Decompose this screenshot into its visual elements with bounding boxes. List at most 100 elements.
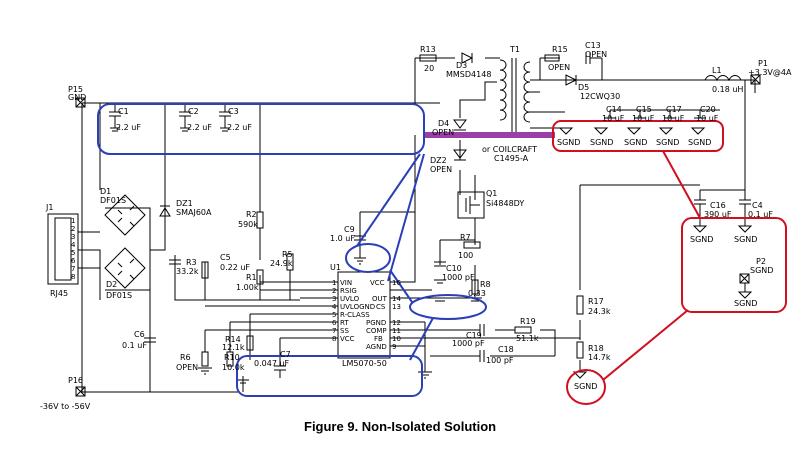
- label-sgnd: SGND: [624, 138, 647, 147]
- label-vin-range: -36V to -56V: [40, 402, 91, 411]
- label-sgnd: SGND: [690, 235, 713, 244]
- label-pin-cs: CS: [376, 303, 386, 311]
- red-ellipse-sgnd-bottom: [566, 369, 606, 405]
- label-p2: P2: [756, 257, 766, 266]
- label-c20-value: 10 uF: [696, 114, 719, 123]
- blue-box-input-caps: [97, 103, 425, 155]
- label-pin-vin: VIN: [340, 279, 352, 287]
- l1-inductor: [704, 75, 742, 82]
- blue-ellipse-pgnd: [409, 294, 487, 320]
- label-j1-pin: 1: [71, 217, 75, 225]
- label-j1-pin: 7: [71, 265, 75, 273]
- blue-box-c7-ground: [236, 355, 423, 397]
- label-pin-number: 1: [332, 279, 336, 287]
- label-rj45: RJ45: [50, 289, 68, 298]
- label-pin-agnd: AGND: [366, 343, 387, 351]
- label-r1-value: 1.00k: [236, 283, 259, 292]
- label-p2-value: SGND: [750, 266, 773, 275]
- label-c9: C9: [344, 225, 355, 234]
- label-r18-value: 14.7k: [588, 353, 611, 362]
- red-box-sgnd-right: [681, 217, 787, 313]
- label-smaj60a: SMAJ60A: [176, 208, 212, 217]
- label-d3-part: MMSD4148: [446, 70, 491, 79]
- label-coilcraft: or COILCRAFT: [482, 145, 537, 154]
- label-r2: R2: [246, 210, 257, 219]
- components: [47, 52, 761, 397]
- label-r8-value: 0.33: [468, 289, 486, 298]
- label-r3-value: 33.2k: [176, 267, 199, 276]
- label-pin-ss: SS: [340, 327, 349, 335]
- label-r5: R5: [282, 250, 293, 259]
- label-pin-uvlognd: UVLOGND: [340, 303, 375, 311]
- label-r17-value: 24.3k: [588, 307, 611, 316]
- label-r19: R19: [520, 317, 536, 326]
- label-c7-value: 0.047 uF: [254, 359, 290, 368]
- label-pin-uvlo: UVLO: [340, 295, 360, 303]
- label-q1: Q1: [486, 189, 497, 198]
- label-sgnd: SGND: [590, 138, 613, 147]
- label-c17-value: 10 uF: [662, 114, 685, 123]
- label-u1-part: LM5070-50: [342, 359, 387, 368]
- label-r15-value: OPEN: [548, 63, 570, 72]
- label-r13-value: 20: [424, 64, 434, 73]
- label-coilcraft-part: C1495-A: [494, 154, 529, 163]
- label-sgnd: SGND: [734, 299, 757, 308]
- label-pin-rt: RT: [340, 319, 349, 327]
- label-c19-value: 1000 pF: [452, 339, 485, 348]
- label-pin-pgnd: PGND: [366, 319, 386, 327]
- label-sgnd: SGND: [688, 138, 711, 147]
- j1-connector: [47, 213, 79, 285]
- label-d5: D5: [578, 83, 589, 92]
- label-r14-value: 12.1k: [222, 343, 245, 352]
- label-c4-value: 0.1 uF: [748, 210, 773, 219]
- label-c6-value: 0.1 uF: [122, 341, 147, 350]
- label-sgnd: SGND: [574, 382, 597, 391]
- label-pin-number: 5: [332, 311, 336, 319]
- label-r7: R7: [460, 233, 471, 242]
- label-pin-number: 14: [392, 295, 401, 303]
- label-pin-number: 16: [392, 279, 401, 287]
- label-j1-pin: 2: [71, 225, 75, 233]
- label-pin-number: 9: [392, 343, 396, 351]
- label-r18: R18: [588, 344, 604, 353]
- label-q1-part: Si4848DY: [486, 199, 524, 208]
- label-r6: R6: [180, 353, 191, 362]
- d1-bridge: [104, 194, 146, 236]
- label-j1-pin: 3: [71, 233, 75, 241]
- label-dz2: DZ2: [430, 156, 447, 165]
- label-l1-value: 0.18 uH: [712, 85, 743, 94]
- label-c1: C1: [118, 107, 129, 116]
- label-pin-number: 4: [332, 303, 337, 311]
- label-pin-comp: COMP: [366, 327, 387, 335]
- label-c6: C6: [134, 330, 145, 339]
- t1-transformer: [499, 58, 531, 132]
- label-r10: R10: [224, 353, 240, 362]
- label-pin-number: 12: [392, 319, 401, 327]
- label-u1: U1: [330, 263, 341, 272]
- d2-bridge: [104, 247, 146, 289]
- figure-caption: Figure 9. Non-Isolated Solution: [304, 419, 496, 434]
- label-j1-pin: 5: [71, 249, 75, 257]
- label-p15: P15: [68, 85, 83, 94]
- label-r19-value: 51.1k: [516, 334, 539, 343]
- label-c5: C5: [220, 253, 231, 262]
- label-j1-pin: 8: [71, 273, 75, 281]
- label-r8: R8: [480, 280, 491, 289]
- label-pin-rsig: RSIG: [340, 287, 357, 295]
- label-c14: C14: [606, 105, 622, 114]
- label-r17: R17: [588, 297, 604, 306]
- label-c3: C3: [228, 107, 239, 116]
- d5-diode: [565, 74, 578, 86]
- label-c17: C17: [666, 105, 682, 114]
- label-r3: R3: [186, 258, 197, 267]
- label-c5-value: 0.22 uF: [220, 263, 250, 272]
- label-pin-number: 6: [332, 319, 337, 327]
- label-c2: C2: [188, 107, 199, 116]
- label-c3-value: 2.2 uF: [227, 123, 252, 132]
- label-r2-value: 590k: [238, 220, 258, 229]
- label-p1: P1: [758, 59, 768, 68]
- label-c4: C4: [752, 201, 763, 210]
- label-c10: C10: [446, 264, 462, 273]
- label-r7-value: 100: [458, 251, 473, 260]
